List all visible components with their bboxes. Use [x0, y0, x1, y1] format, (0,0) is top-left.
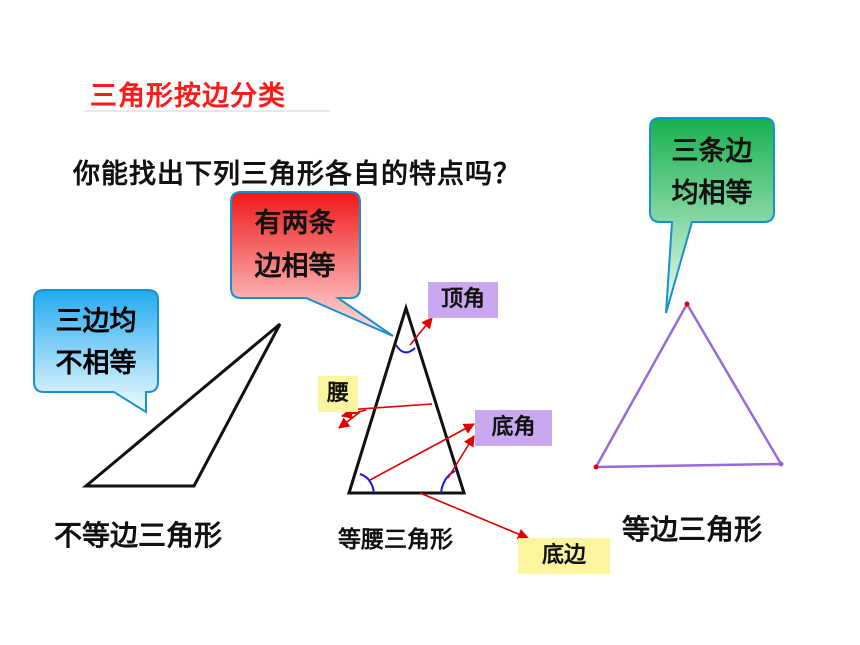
equilateral-triangle	[593, 301, 784, 469]
question-text: 你能找出下列三角形各自的特点吗？	[73, 159, 521, 190]
arrow-leg-left	[340, 408, 367, 419]
bubble-scalene-line2: 不相等	[56, 347, 137, 379]
bubble-equilateral-shape	[649, 117, 775, 314]
vertex-angle-mark	[395, 344, 416, 354]
bubble-scalene: 三边均 不相等	[33, 289, 159, 414]
bubble-equilateral: 三条边 均相等	[649, 117, 775, 314]
arrow-base-angle-left	[369, 423, 475, 481]
tag-base: 底边	[518, 538, 610, 574]
tag-leg: 腰	[318, 376, 358, 412]
base-right-angle-mark	[440, 470, 456, 494]
equilateral-vertex-left	[593, 464, 599, 470]
title-underline	[84, 110, 330, 112]
arrow-base	[419, 492, 530, 540]
bubble-isosceles-line2: 边相等	[255, 250, 336, 282]
scalene-triangle	[81, 322, 282, 488]
bubble-isosceles: 有两条 边相等	[230, 191, 394, 337]
tag-base-angle: 底角	[475, 410, 552, 446]
arrow-vertex-angle	[409, 317, 433, 346]
label-equilateral-triangle: 等边三角形	[622, 513, 763, 546]
bubble-isosceles-shape	[230, 191, 394, 337]
tag-vertex-angle: 顶角	[428, 282, 498, 318]
page-title: 三角形按边分类	[90, 81, 286, 112]
bubble-scalene-line1: 三边均	[56, 306, 137, 337]
bubble-equilateral-line2: 均相等	[672, 177, 753, 209]
isosceles-triangle	[346, 302, 467, 495]
arrow-leg-right	[344, 403, 433, 415]
arrow-base-angle-right	[447, 435, 475, 479]
base-left-angle-mark	[359, 473, 375, 494]
bubble-scalene-shape	[33, 289, 159, 414]
equilateral-vertex-right	[778, 461, 784, 467]
equilateral-vertex-top	[684, 301, 690, 307]
arrow-leg-down	[338, 411, 361, 429]
label-scalene-triangle: 不等边三角形	[54, 519, 223, 552]
bubble-isosceles-line1: 有两条	[255, 208, 337, 239]
label-isosceles-triangle: 等腰三角形	[338, 527, 453, 553]
bubble-equilateral-line1: 三条边	[672, 136, 754, 167]
